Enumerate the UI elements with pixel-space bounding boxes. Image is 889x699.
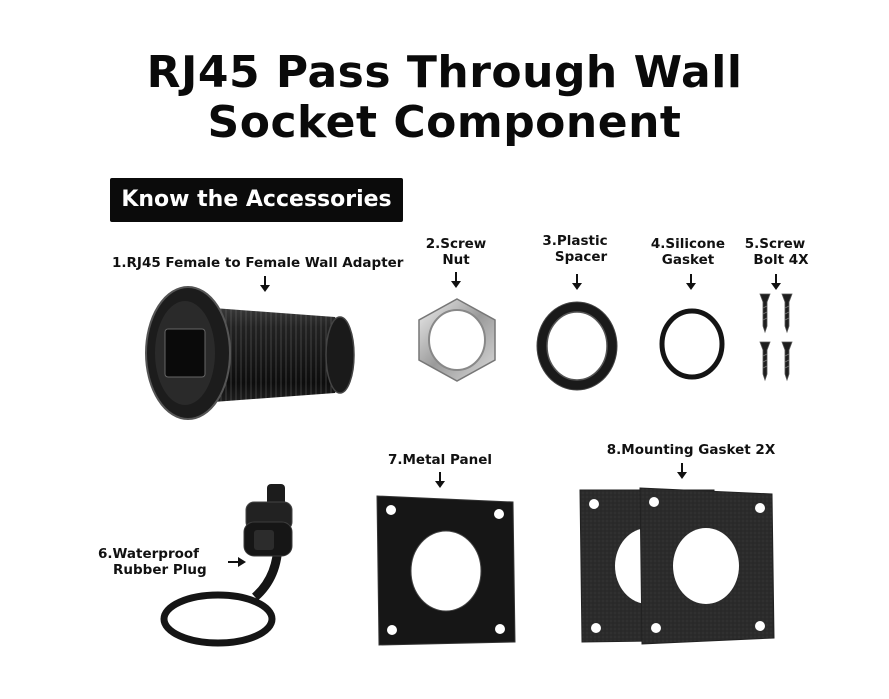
part-5-arrow-icon bbox=[771, 274, 781, 290]
part-1-label: 1.RJ45 Female to Female Wall Adapter bbox=[112, 255, 404, 271]
part-5-label-line-2: Bolt 4X bbox=[753, 252, 809, 268]
part-8-arrow-icon bbox=[677, 463, 687, 479]
part-3-label-line-2: Spacer bbox=[554, 249, 608, 265]
part-6-label-line-2: Rubber Plug bbox=[113, 562, 207, 578]
part-7-label: 7.Metal Panel bbox=[387, 452, 493, 468]
part-3-arrow-icon bbox=[572, 274, 582, 290]
part-6-label-line-1: 6.Waterproof bbox=[98, 546, 200, 562]
rubber-plug-image bbox=[160, 484, 293, 647]
part-1-arrow-icon bbox=[260, 276, 270, 292]
screw-bolts-image bbox=[759, 293, 793, 382]
mounting-gaskets-image bbox=[579, 487, 775, 645]
page-title-line-1: RJ45 Pass Through Wall bbox=[146, 47, 743, 98]
part-2-label-line-1: 2.Screw bbox=[425, 236, 487, 252]
page-title-line-2: Socket Component bbox=[207, 97, 682, 148]
metal-panel-image bbox=[376, 495, 516, 646]
part-2-label-line-2: Nut bbox=[442, 252, 470, 268]
part-4-label-line-2: Gasket bbox=[661, 252, 715, 268]
part-5-label-line-1: 5.Screw bbox=[744, 236, 806, 252]
part-3-label-line-1: 3.Plastic bbox=[542, 233, 608, 249]
part-2-arrow-icon bbox=[451, 272, 461, 288]
plastic-spacer-image bbox=[536, 301, 618, 391]
part-7-arrow-icon bbox=[435, 472, 445, 488]
part-6-arrow-icon bbox=[228, 557, 246, 567]
part-4-label-line-1: 4.Silicone bbox=[650, 236, 726, 252]
silicone-gasket-image bbox=[659, 308, 725, 380]
rj45-adapter-image bbox=[145, 286, 355, 420]
screw-nut-image bbox=[418, 298, 496, 382]
section-badge: Know the Accessories bbox=[110, 178, 403, 222]
part-4-arrow-icon bbox=[686, 274, 696, 290]
part-8-label: 8.Mounting Gasket 2X bbox=[606, 442, 776, 458]
